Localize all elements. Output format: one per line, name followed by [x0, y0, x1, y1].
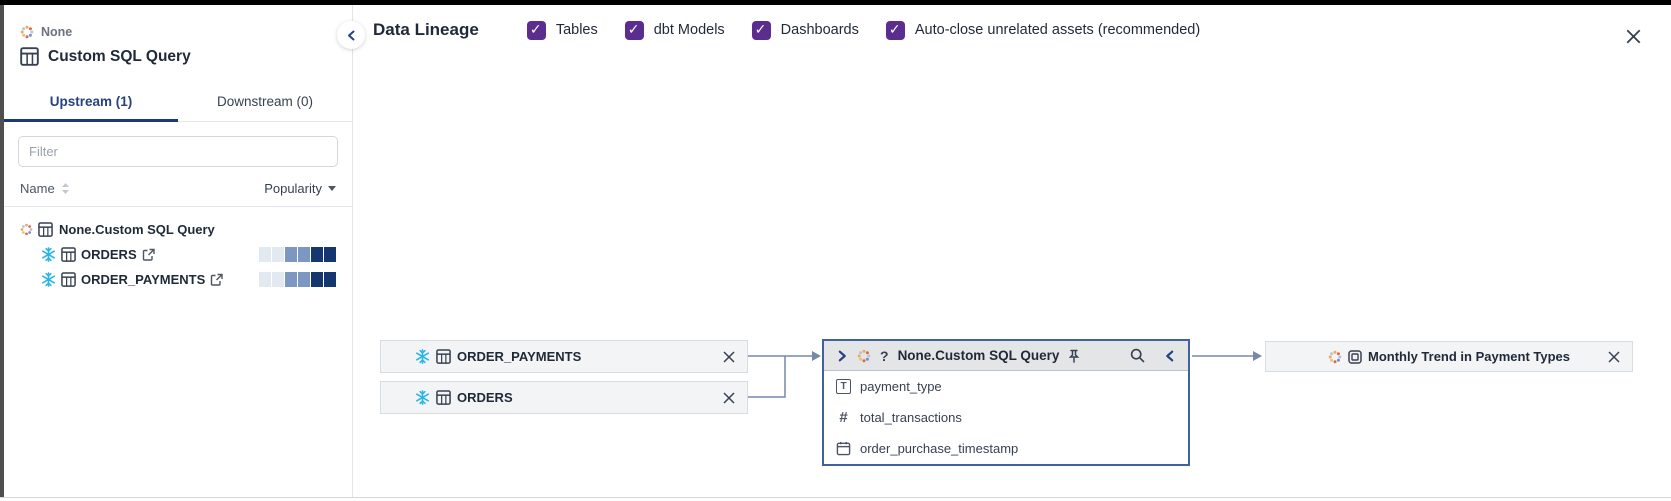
field-row-order-purchase-timestamp[interactable]: order_purchase_timestamp — [824, 433, 1188, 464]
remove-node-button[interactable] — [1608, 350, 1620, 363]
number-type-icon — [836, 409, 851, 427]
node-label: Monthly Trend in Payment Types — [1367, 349, 1570, 364]
sort-name-label: Name — [20, 181, 55, 196]
table-icon — [61, 247, 76, 262]
sort-arrows-icon — [61, 183, 69, 194]
tree-root-row[interactable]: None.Custom SQL Query — [20, 217, 336, 242]
node-monthly-trend-dashboard[interactable]: Monthly Trend in Payment Types — [1265, 341, 1633, 372]
checkbox-label: Auto-close unrelated assets (recommended… — [914, 22, 1201, 38]
toggle-tables[interactable]: Tables — [526, 20, 598, 40]
tree-item-label: ORDERS — [81, 247, 137, 262]
close-icon — [723, 391, 735, 404]
checkbox-label: Dashboards — [780, 22, 859, 38]
tab-downstream[interactable]: Downstream (0) — [216, 94, 314, 109]
sort-by-popularity[interactable]: Popularity — [264, 181, 336, 196]
connector-burst-icon — [20, 223, 33, 236]
field-label: order_purchase_timestamp — [860, 441, 1019, 456]
chevron-left-icon — [347, 30, 354, 40]
lineage-toolbar: Data Lineage Tables dbt Models Dashboard… — [373, 20, 1227, 40]
field-row-payment-type[interactable]: payment_type — [824, 371, 1188, 402]
unknown-type-icon: ? — [880, 347, 889, 364]
checkbox-checked-icon[interactable] — [885, 20, 905, 40]
external-link-icon[interactable] — [142, 248, 155, 261]
toggle-dbt-models[interactable]: dbt Models — [624, 20, 725, 40]
snowflake-icon — [41, 272, 56, 287]
node-label: ORDER_PAYMENTS — [457, 349, 582, 364]
tree-row-order-payments[interactable]: ORDER_PAYMENTS — [20, 267, 336, 292]
node-title: None.Custom SQL Query — [897, 348, 1060, 363]
caret-down-icon — [328, 186, 336, 191]
sidebar: None Custom SQL Query Upstream (1) Downs… — [4, 5, 352, 497]
collapse-left-icon[interactable] — [1164, 350, 1176, 362]
table-icon — [436, 349, 451, 364]
toggle-dashboards[interactable]: Dashboards — [751, 20, 859, 40]
pin-icon[interactable] — [1068, 349, 1080, 363]
sort-popularity-label: Popularity — [264, 181, 322, 196]
asset-source-label: None — [41, 25, 73, 39]
lineage-tree: None.Custom SQL Query ORDERS ORDER_PAYME… — [4, 207, 352, 292]
node-header[interactable]: ? None.Custom SQL Query — [824, 341, 1188, 371]
sidebar-divider — [352, 5, 353, 497]
dashboard-icon — [1348, 349, 1362, 364]
snowflake-icon — [415, 349, 430, 364]
asset-title: Custom SQL Query — [48, 47, 191, 65]
checkbox-label: Tables — [555, 22, 598, 38]
sidebar-header: None Custom SQL Query — [4, 5, 352, 66]
field-row-total-transactions[interactable]: total_transactions — [824, 402, 1188, 433]
checkbox-label: dbt Models — [653, 22, 725, 38]
node-order-payments[interactable]: ORDER_PAYMENTS — [380, 340, 748, 373]
popularity-bar — [259, 272, 336, 287]
filter-input[interactable] — [18, 136, 338, 167]
close-icon — [1608, 350, 1620, 363]
tree-row-orders[interactable]: ORDERS — [20, 242, 336, 267]
asset-title-row: Custom SQL Query — [20, 47, 336, 66]
field-label: total_transactions — [860, 410, 962, 425]
table-icon — [436, 390, 451, 405]
sort-by-name[interactable]: Name — [20, 181, 70, 196]
tab-upstream[interactable]: Upstream (1) — [49, 94, 133, 109]
remove-node-button[interactable] — [723, 350, 735, 363]
tree-item-label: ORDER_PAYMENTS — [81, 272, 206, 287]
close-lineage-button[interactable] — [1622, 25, 1644, 47]
node-custom-sql-query[interactable]: ? None.Custom SQL Query payment_type tot… — [822, 339, 1190, 466]
sidebar-collapse-button[interactable] — [337, 21, 365, 49]
search-icon[interactable] — [1130, 348, 1145, 363]
snowflake-icon — [415, 390, 430, 405]
list-sort-header: Name Popularity — [4, 167, 352, 207]
checkbox-checked-icon[interactable] — [526, 20, 546, 40]
popularity-bar — [259, 247, 336, 262]
asset-source-row: None — [20, 25, 336, 39]
page-title: Data Lineage — [373, 20, 479, 39]
connector-burst-icon — [1328, 350, 1342, 363]
connector-burst-icon — [20, 25, 34, 39]
toggle-auto-close[interactable]: Auto-close unrelated assets (recommended… — [885, 20, 1201, 40]
table-icon — [20, 47, 39, 66]
close-icon — [1625, 28, 1641, 44]
table-icon — [61, 272, 76, 287]
checkbox-checked-icon[interactable] — [751, 20, 771, 40]
checkbox-checked-icon[interactable] — [624, 20, 644, 40]
text-type-icon — [836, 379, 851, 394]
close-icon — [723, 350, 735, 363]
table-icon — [38, 222, 53, 237]
active-tab-underline — [4, 119, 178, 122]
node-orders[interactable]: ORDERS — [380, 381, 748, 414]
connector-burst-icon — [857, 349, 871, 362]
tree-root-label: None.Custom SQL Query — [59, 222, 215, 237]
remove-node-button[interactable] — [723, 391, 735, 404]
snowflake-icon — [41, 247, 56, 262]
window-bottom-edge — [0, 497, 1671, 498]
field-label: payment_type — [860, 379, 942, 394]
date-type-icon — [836, 441, 851, 456]
stream-tabs: Upstream (1) Downstream (0) — [4, 84, 352, 122]
node-label: ORDERS — [457, 390, 513, 405]
window-left-edge — [0, 5, 4, 497]
external-link-icon[interactable] — [210, 273, 223, 286]
expand-right-icon[interactable] — [836, 350, 848, 362]
window-top-edge — [0, 0, 1671, 5]
